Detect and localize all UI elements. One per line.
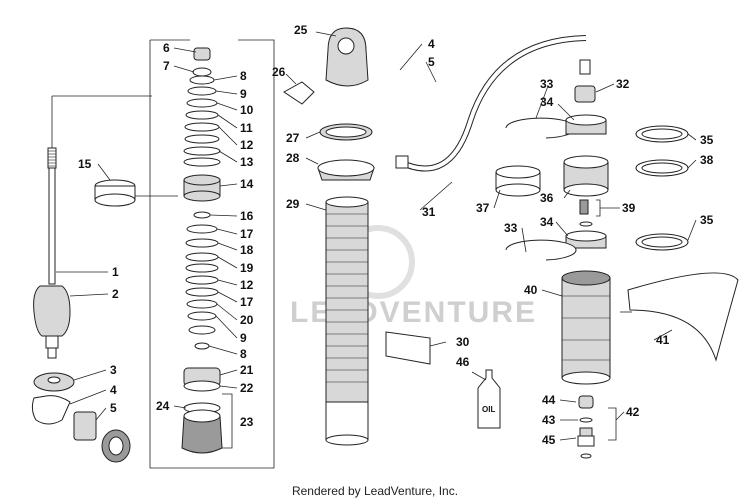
assembly-brackets [51,39,275,469]
callout: 8 [240,69,247,83]
callout: 35 [700,133,714,147]
callout: 37 [476,201,490,215]
callout: 4 [110,383,117,397]
callout: 9 [240,87,247,101]
callout: 19 [240,261,254,275]
callout: 9 [240,331,247,345]
callout: 10 [240,103,254,117]
callout: 7 [163,59,170,73]
callout: 12 [240,138,254,152]
callout: 32 [616,77,630,91]
hose-assembly [395,35,591,172]
callout: 33 [504,221,518,235]
callout: 16 [240,209,254,223]
callout: 12 [240,278,254,292]
callout: 41 [656,333,670,347]
callout: 5 [110,401,117,415]
callout: 28 [286,151,300,165]
callout: 2 [112,287,119,301]
callout: 43 [542,413,556,427]
bottle-label: OIL [482,405,495,414]
callout: 3 [110,363,117,377]
callout: 35 [700,213,714,227]
callout: 5 [428,55,435,69]
callout: 34 [540,215,554,229]
callout: 40 [524,283,538,297]
callout-labels: 6 7 8 9 10 11 12 13 14 16 17 18 19 12 17… [78,23,714,447]
callout: 1 [112,265,119,279]
ring-part-15 [94,179,136,207]
callout: 25 [294,23,308,37]
footer-credit: Rendered by LeadVenture, Inc. [291,484,459,498]
callout: 18 [240,243,254,257]
callout: 22 [240,381,254,395]
piston-assembly [495,85,739,459]
callout: 46 [456,355,470,369]
callout: 14 [240,177,254,191]
callout: 13 [240,155,254,169]
callout: 15 [78,157,92,171]
callout: 30 [456,335,470,349]
callout: 23 [240,415,254,429]
callout: 33 [540,77,554,91]
callout: 29 [286,197,300,211]
callout: 17 [240,227,254,241]
callout: 31 [422,205,436,219]
callout: 8 [240,347,247,361]
shaft-assembly [31,147,131,463]
reservoir-body: OIL [283,27,501,446]
callout: 20 [240,313,254,327]
callout: 27 [286,131,300,145]
callout: 42 [626,405,640,419]
valve-stack [181,47,223,454]
callout: 45 [542,433,556,447]
callout: 6 [163,41,170,55]
callout: 38 [700,153,714,167]
callout: 44 [542,393,556,407]
callout: 34 [540,95,554,109]
callout: 26 [272,65,286,79]
callout: 36 [540,191,554,205]
callout: 11 [240,121,253,135]
callout: 39 [622,201,636,215]
callout: 17 [240,295,254,309]
leader-lines [56,31,697,449]
callout: 24 [156,399,170,413]
callout: 21 [240,363,254,377]
callout: 4 [428,37,435,51]
